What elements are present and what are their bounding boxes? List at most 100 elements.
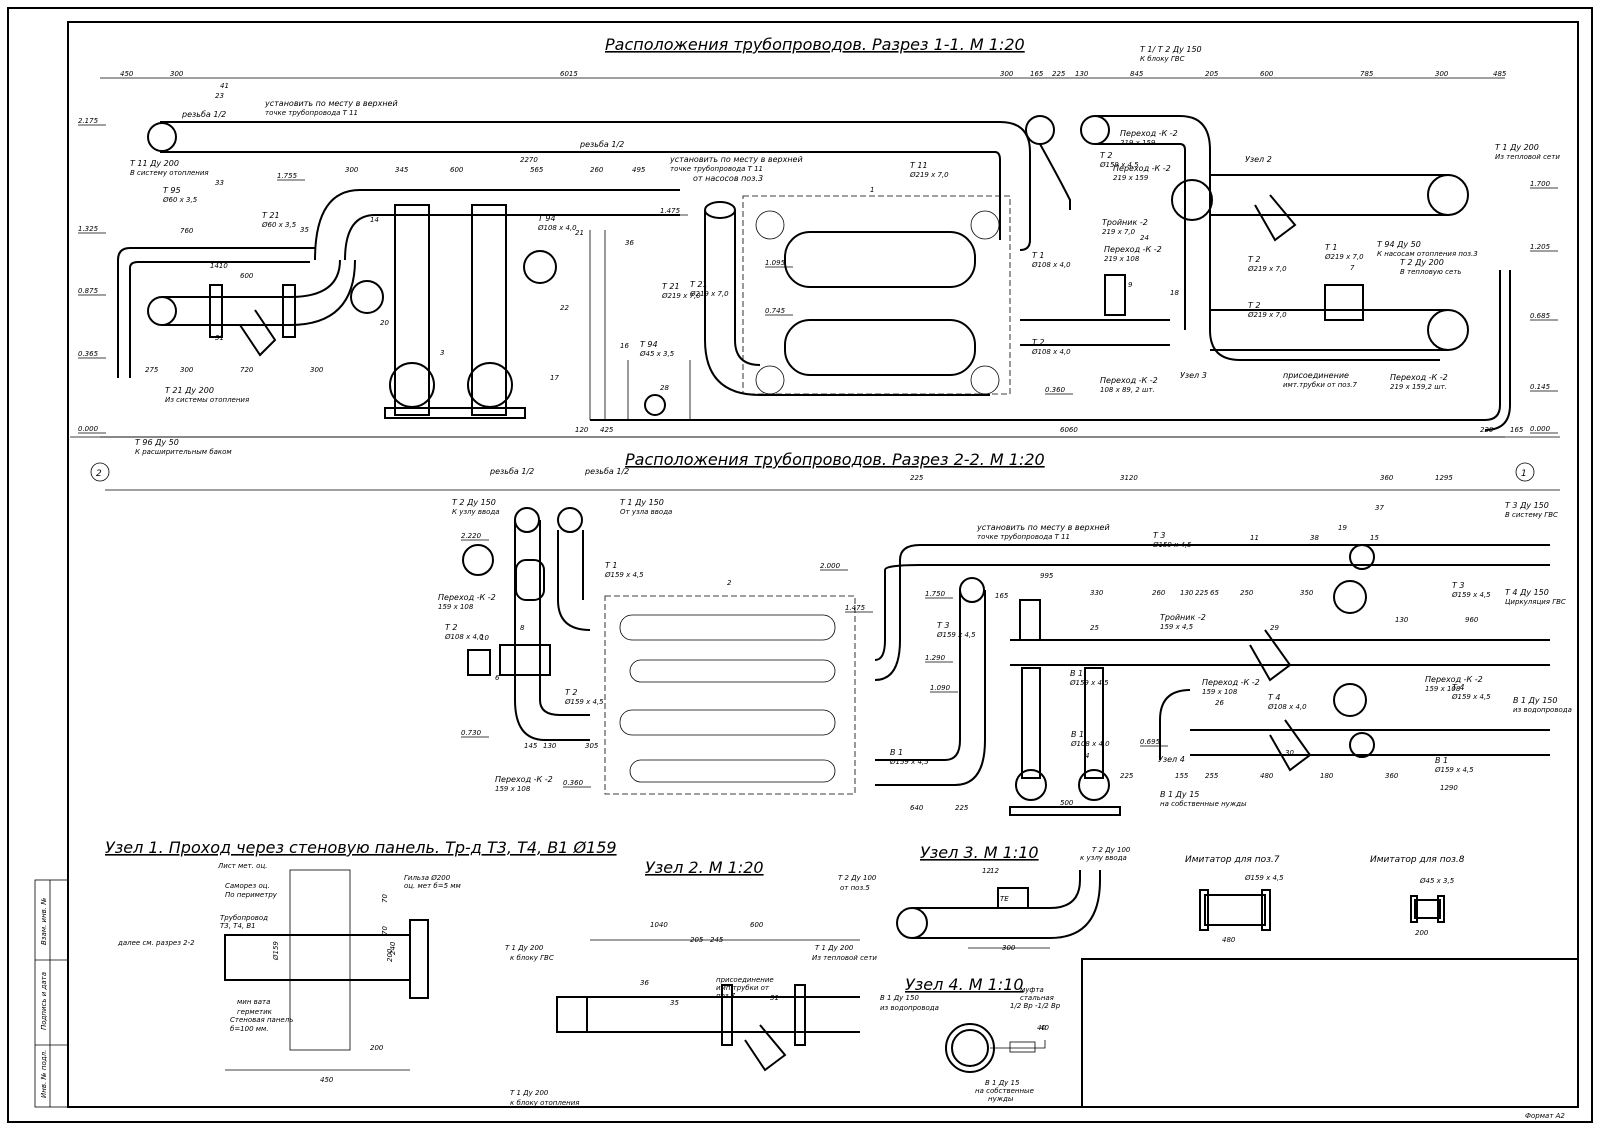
label-perK2a-sub: 219 x 159 [1120, 139, 1156, 147]
node2-title: Узел 2. М 1:20 [645, 858, 764, 877]
label-uzel4: Узел 4 [1158, 755, 1185, 764]
level-mark: 0.875 [78, 287, 99, 295]
label-t2c: Т 2 [1248, 301, 1261, 310]
label-perK2f: Переход -К -2 [438, 593, 496, 602]
position-number: 33 [215, 179, 224, 187]
node1-dimension: 70 [381, 926, 389, 935]
label-t21b: Т 21 Ду 200 [165, 386, 214, 395]
dimension-value: 300 [1435, 70, 1449, 78]
imitator8-length: 200 [1415, 929, 1429, 937]
level-mark: 0.360 [1045, 386, 1066, 394]
dimension-value: 260 [590, 166, 604, 174]
label-perK2i-sub: 159 x 108 [1425, 685, 1461, 693]
label-b1d-sub: Ø159 x 4,5 [1434, 766, 1474, 774]
node3-dimension: 12 [982, 867, 991, 875]
level-mark: 1.325 [78, 225, 99, 233]
level-mark: 0.365 [78, 350, 99, 358]
node2-geometry [556, 939, 860, 1072]
label-t1heat: Т 1 Ду 200 [1495, 143, 1539, 152]
position-number: 30 [1285, 749, 1294, 757]
label-t21d-sub: Ø219 x 7,0 [661, 292, 701, 300]
level-mark: 1.290 [925, 654, 946, 662]
section-marker-2 [90, 462, 110, 482]
position-number: 18 [1170, 289, 1179, 297]
node2-label: Из тепловой сети [812, 954, 877, 962]
position-number: 31 [215, 334, 224, 342]
label-perK2g: Переход -К -2 [495, 775, 553, 784]
label-perK2g-sub: 159 x 108 [495, 785, 531, 793]
label-t2in-sub: К узлу ввода [452, 508, 500, 516]
label-b1a-sub: Ø159 x 4,5 [1069, 679, 1109, 687]
dimension-value: 275 [145, 366, 159, 374]
node3-label: от поз.5 [840, 884, 870, 892]
node1-dimension: 450 [320, 1076, 334, 1084]
label-t1a-sub: Ø219 x 7,0 [1324, 253, 1364, 261]
dimension-value: 760 [180, 227, 194, 235]
position-number: 8 [520, 624, 525, 632]
label-t21b-sub: Из системы отопления [165, 396, 249, 404]
label-b1c: В 1 [1071, 730, 1084, 739]
label-perK2d: Переход -К -2 [1100, 376, 1158, 385]
node1-label: герметик [237, 1008, 273, 1016]
section2-title: Расположения трубопроводов. Разрез 2-2. … [625, 450, 1045, 469]
label-install3: установить по месту в верхней [976, 523, 1110, 532]
position-number: 24 [1140, 234, 1149, 242]
node3-label: к узлу ввода [1080, 854, 1127, 862]
outer-frame [7, 7, 1593, 1123]
node2-dimension: 245 [710, 936, 724, 944]
dimension-value: 225 [910, 474, 924, 482]
label-b1own: В 1 Ду 15 [1160, 790, 1199, 799]
label-b1own-sub: на собственные нужды [1160, 800, 1247, 808]
position-number: 21 [575, 229, 584, 237]
label-rezba2: резьба 1/2 [579, 140, 624, 149]
node1-label: Стеновая панель [230, 1016, 293, 1024]
node1-dimension: Ø159 [272, 941, 280, 961]
label-b1b: В 1 [890, 748, 903, 757]
node1-dimension: 70 [381, 894, 389, 903]
label-perK2c-sub: 219 x 108 [1104, 255, 1140, 263]
dimension-value: 330 [1090, 589, 1104, 597]
level-mark: 0.685 [1530, 312, 1551, 320]
dimension-value: 300 [345, 166, 359, 174]
dimension-value: 300 [170, 70, 184, 78]
label-troinik2-sub: 159 x 4,5 [1160, 623, 1194, 631]
node1-geometry [224, 869, 429, 1071]
label-t2d: Т 2 [1032, 338, 1045, 347]
label-t3a-sub: Ø159 x 4,5 [1152, 541, 1192, 549]
section1-geometry [70, 77, 1560, 438]
imitator7-length: 480 [1222, 936, 1236, 944]
node2-dimension: 205 [690, 936, 704, 944]
dimension-value: 1290 [1440, 784, 1458, 792]
label-t1s2-sub: Ø159 x 4,5 [604, 571, 644, 579]
label-t96: Т 96 Ду 50 [135, 438, 179, 447]
node4-dimension: 40 [1040, 1024, 1049, 1032]
label-t11a-sub: Ø219 x 7,0 [909, 171, 949, 179]
label-troinik2: Тройник -2 [1160, 613, 1206, 622]
label-b1water: В 1 Ду 150 [1513, 696, 1557, 705]
label-uzel3: Узел 3 [1180, 371, 1207, 380]
label-b1c-sub: Ø108 x 4,0 [1070, 740, 1110, 748]
dimension-value: 130 [1395, 616, 1409, 624]
label-t95-sub: Ø60 x 3,5 [162, 196, 198, 204]
level-mark: 1.205 [1530, 243, 1551, 251]
position-number: 19 [1338, 524, 1347, 532]
node4-label: из водопровода [880, 1004, 939, 1012]
position-number: 36 [625, 239, 634, 247]
label-t3b: Т 3 [1452, 581, 1465, 590]
position-number: 16 [620, 342, 629, 350]
position-number: 22 [560, 304, 569, 312]
label-t1t2: Т 1/ Т 2 Ду 150 [1140, 45, 1202, 54]
label-rezba3: резьба 1/2 [489, 467, 534, 476]
position-number-layer: 4123331435312031722362116281291872410861… [215, 82, 1384, 1032]
position-number: 14 [370, 216, 379, 224]
label-perK2h: Переход -К -2 [1202, 678, 1260, 687]
label-prisoed-sub: имт.трубки от поз.7 [1283, 381, 1358, 389]
side-stamp [34, 879, 69, 1108]
label-t2net: Т 2 Ду 200 [1400, 258, 1444, 267]
node1-title: Узел 1. Проход через стеновую панель. Тр… [105, 838, 617, 857]
label-perK2c: Переход -К -2 [1104, 245, 1162, 254]
level-mark: 0.730 [461, 729, 482, 737]
label-t4circ-sub: Циркуляция ГВС [1505, 598, 1566, 606]
node3-geometry [896, 870, 1101, 949]
